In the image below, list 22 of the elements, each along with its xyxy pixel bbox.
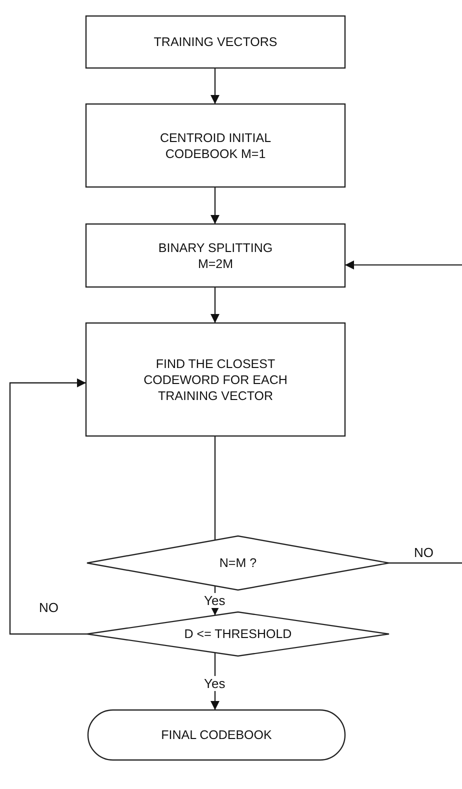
edge-label: Yes bbox=[202, 593, 228, 608]
decision-diamond bbox=[86, 611, 390, 657]
node-text: TRAINING VECTORS bbox=[154, 34, 278, 50]
node-text: N=M ? bbox=[219, 555, 257, 571]
process-box bbox=[85, 223, 346, 288]
arrow bbox=[345, 260, 462, 270]
edge-label: Yes bbox=[202, 676, 228, 691]
edge-label: NO bbox=[412, 545, 436, 560]
arrow bbox=[210, 187, 220, 224]
node-text: CENTROID INITIAL CODEBOOK M=1 bbox=[158, 130, 272, 162]
arrow bbox=[210, 68, 220, 104]
node-text: FIND THE CLOSEST CODEWORD FOR EACH TRAINING VECTOR bbox=[142, 356, 288, 404]
edge-label: NO bbox=[37, 600, 60, 615]
process-box bbox=[85, 103, 346, 188]
arrow bbox=[210, 287, 220, 323]
process-box bbox=[85, 322, 346, 437]
decision-diamond bbox=[86, 535, 390, 591]
arrow bbox=[9, 378, 87, 635]
node-text: BINARY SPLITTING M=2M bbox=[157, 240, 274, 272]
node-text: D <= THRESHOLD bbox=[184, 626, 292, 642]
process-box bbox=[85, 15, 346, 69]
node-text: FINAL CODEBOOK bbox=[161, 727, 272, 743]
